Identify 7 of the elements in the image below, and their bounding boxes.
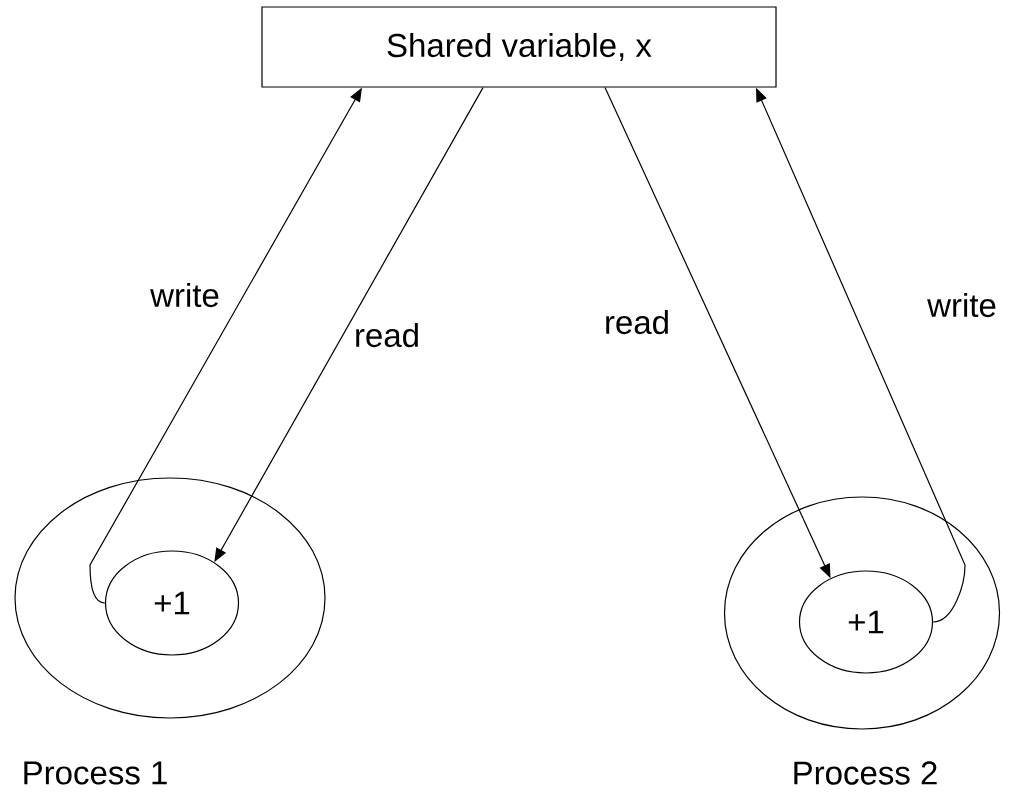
edge-label: write bbox=[148, 280, 222, 310]
edge-label: read bbox=[352, 320, 423, 350]
node-label: Process 2 bbox=[794, 761, 937, 785]
edge-label: write bbox=[925, 290, 999, 320]
variable-box: Shared variable, x bbox=[261, 6, 777, 88]
node-label: Process 1 bbox=[24, 761, 167, 785]
edge-label: read bbox=[602, 307, 673, 337]
